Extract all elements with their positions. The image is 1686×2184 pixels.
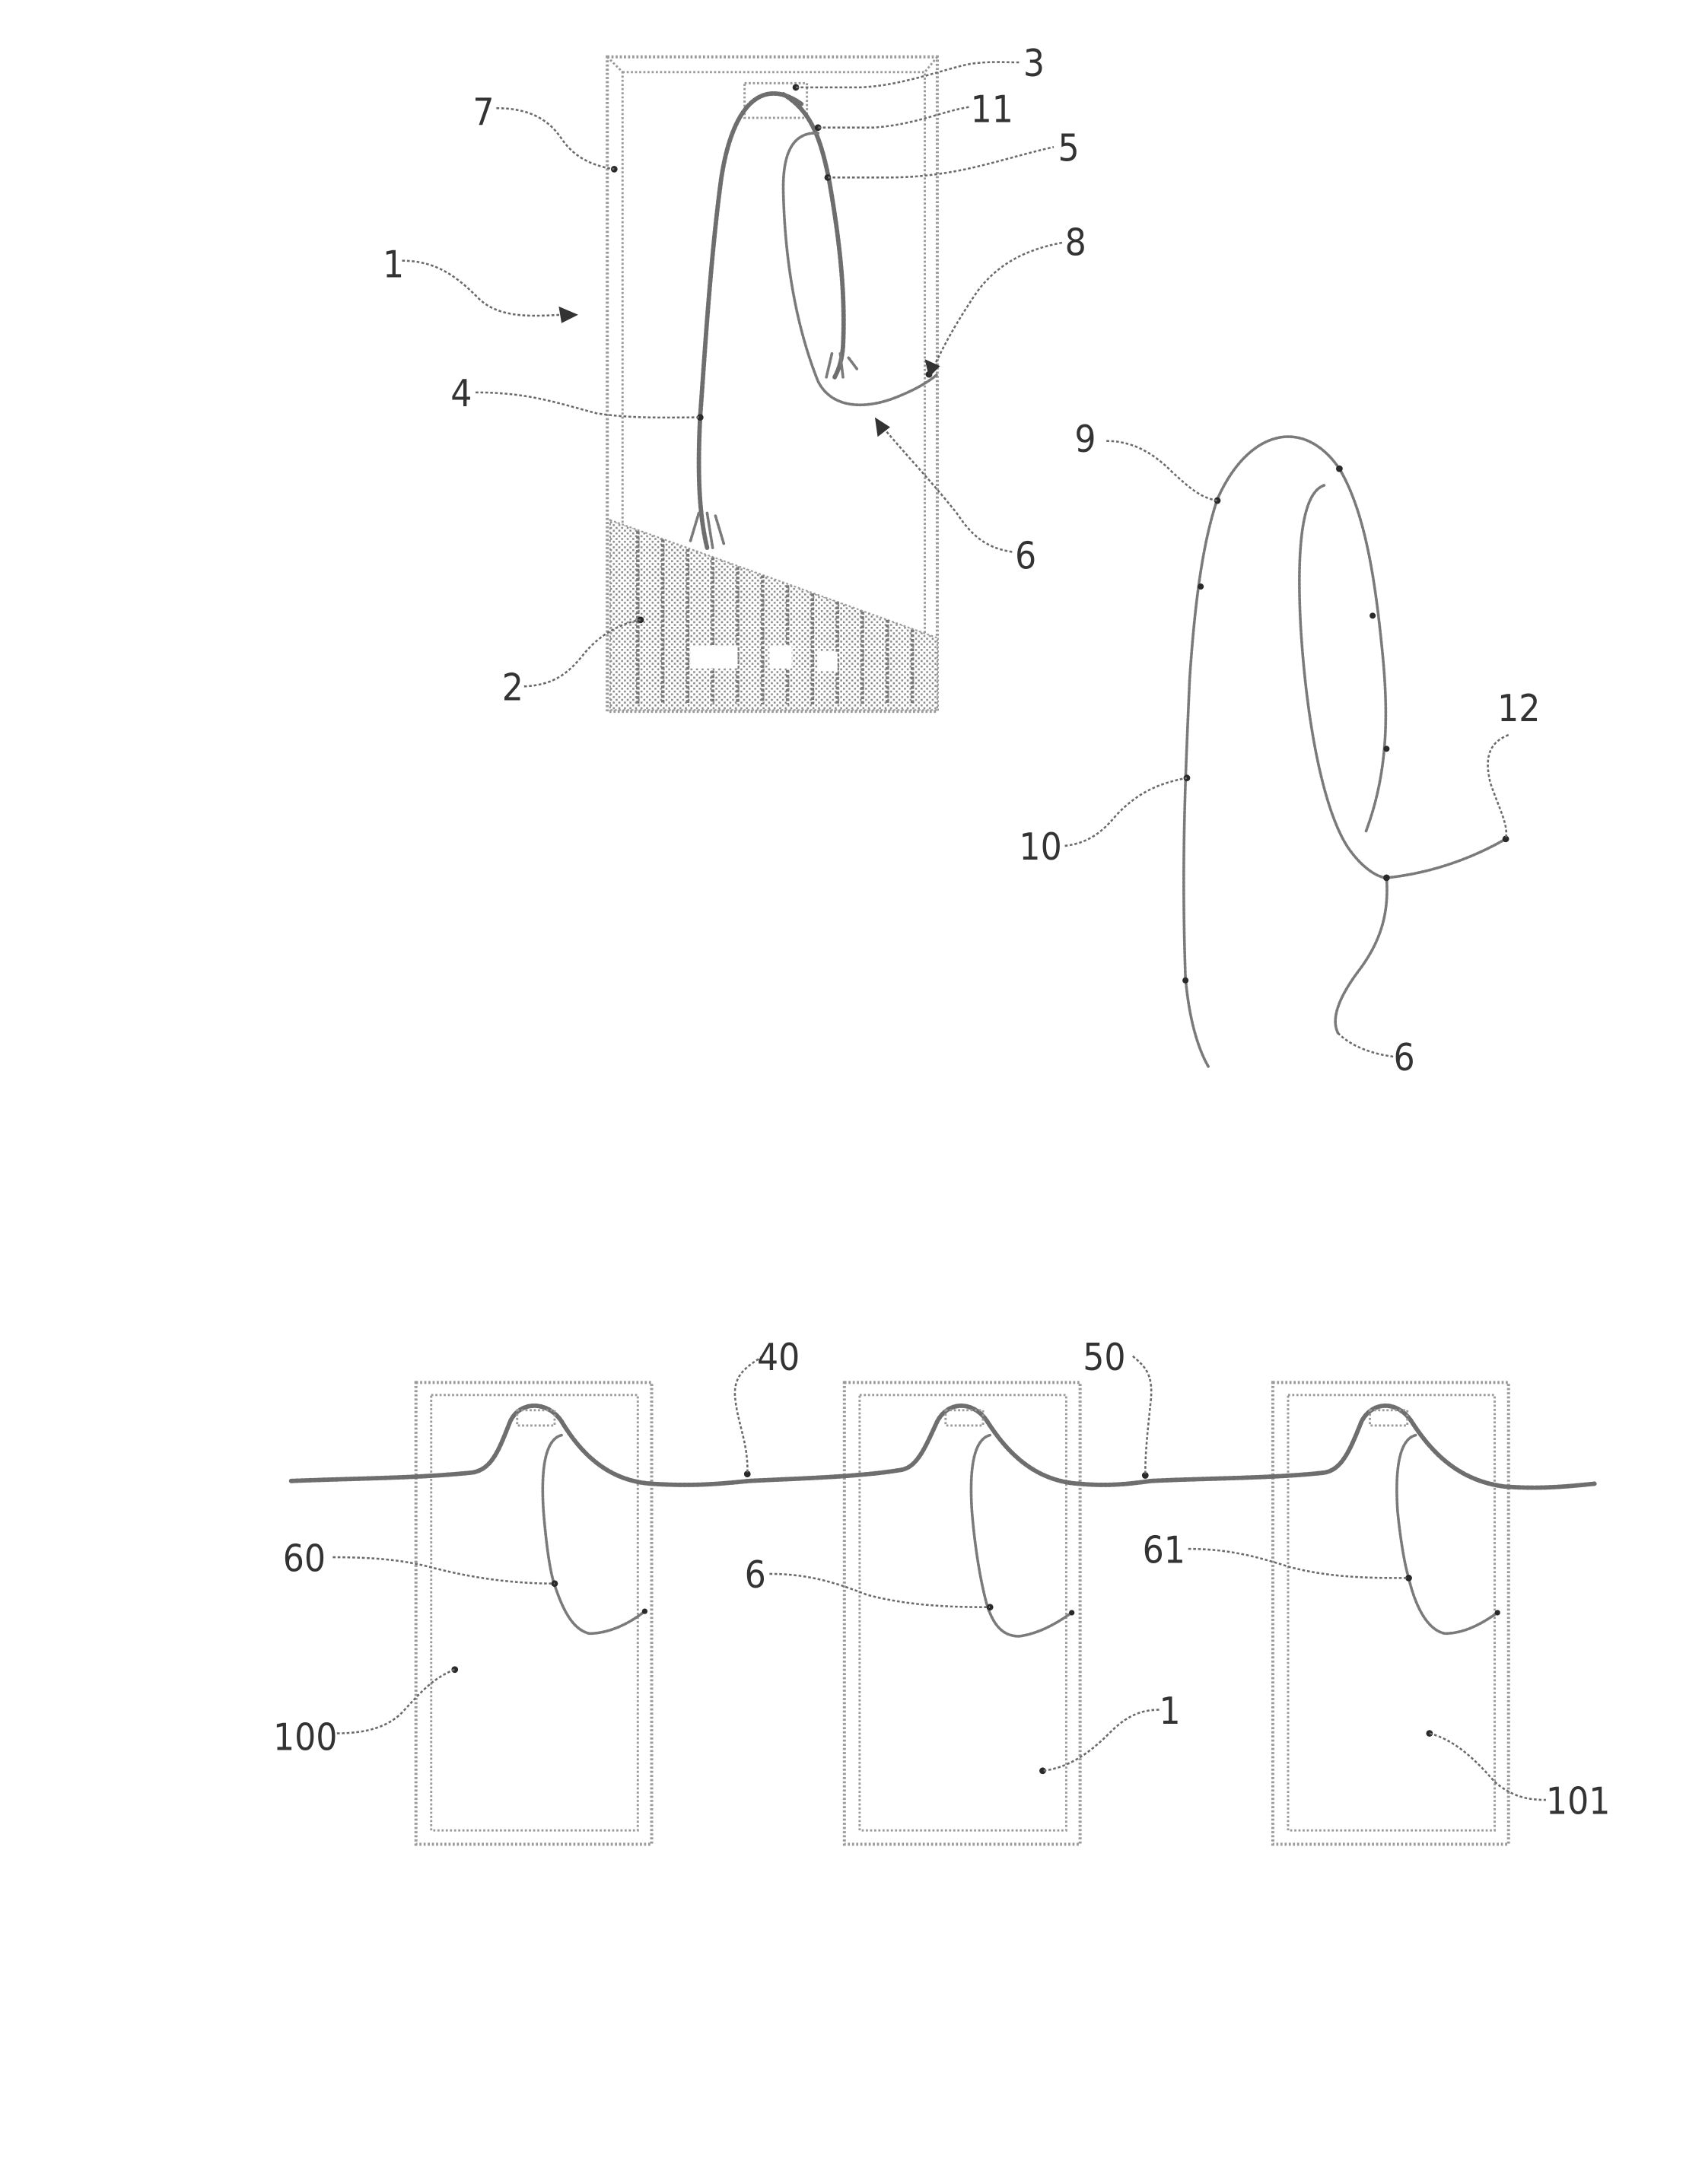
ref-point — [610, 166, 618, 173]
leader-8 — [930, 241, 1063, 373]
ref-point — [1494, 1610, 1500, 1616]
leader-2 — [523, 618, 641, 688]
ref-label-6: 6 — [1015, 533, 1036, 577]
ref-label-9: 9 — [1074, 417, 1096, 461]
ref-point — [1502, 835, 1509, 843]
cable-left-4-end — [689, 511, 726, 549]
ref-label-7: 7 — [472, 90, 494, 134]
ref-label-61: 61 — [1143, 1528, 1185, 1572]
arrow-head-1 — [558, 306, 578, 323]
ref-label-10: 10 — [1019, 825, 1061, 869]
leader-9 — [1106, 440, 1218, 502]
ref-point — [1383, 745, 1390, 752]
hatch-window — [818, 651, 838, 672]
leader-100 — [336, 1668, 456, 1734]
hatch-window — [690, 646, 738, 669]
ref-label-60: 60 — [283, 1536, 326, 1580]
cable-loop-6-detail — [1298, 484, 1507, 879]
ref-label-1c: 1 — [1160, 1689, 1181, 1733]
ref-point — [1039, 1767, 1046, 1775]
ref-point — [1336, 465, 1343, 472]
ref-label-6c: 6 — [745, 1553, 766, 1597]
ref-point — [1198, 583, 1204, 590]
hatch-vertical-lines — [636, 531, 915, 705]
cable-loop-6 — [781, 132, 939, 407]
leader-3 — [796, 61, 1020, 89]
ref-label-100: 100 — [273, 1715, 337, 1759]
frame-corner — [606, 56, 624, 73]
leader-50 — [1132, 1355, 1153, 1476]
leader-10 — [1064, 777, 1188, 847]
cable-right-5-end — [825, 352, 859, 379]
module-1 — [842, 1381, 1082, 1846]
leader-12 — [1487, 733, 1509, 840]
leader-4 — [476, 391, 701, 419]
leader-61 — [1188, 1547, 1409, 1579]
cable-tail-6 — [1334, 876, 1389, 1035]
ref-label-50: 50 — [1083, 1335, 1125, 1379]
module-101 — [1271, 1381, 1510, 1846]
ref-point — [696, 414, 704, 421]
leader-6-detail — [1337, 1032, 1394, 1058]
cable-loop-60 — [541, 1433, 647, 1636]
leader-40 — [733, 1355, 764, 1474]
leader-1c — [1042, 1709, 1160, 1772]
ref-point — [743, 1470, 751, 1478]
ref-label-3: 3 — [1023, 41, 1045, 85]
cable-loop-6-bottom — [969, 1433, 1074, 1638]
module-100 — [414, 1381, 654, 1846]
ref-label-40: 40 — [757, 1335, 800, 1379]
ref-point — [1182, 977, 1189, 984]
ref-point — [641, 1608, 648, 1614]
ref-label-6b: 6 — [1393, 1035, 1414, 1079]
leader-6c — [769, 1572, 991, 1608]
ref-point — [1069, 1610, 1075, 1616]
ref-label-5: 5 — [1058, 126, 1079, 170]
leader-1 — [402, 259, 562, 317]
ref-label-2: 2 — [502, 666, 523, 710]
leader-60 — [332, 1556, 555, 1585]
cable-strand-inner — [1338, 467, 1388, 834]
ref-label-8: 8 — [1065, 220, 1086, 264]
leader-101 — [1429, 1732, 1546, 1801]
ref-point — [1382, 874, 1390, 882]
ref-label-1: 1 — [383, 243, 404, 287]
frame-corner — [924, 56, 939, 73]
cable-strand-10 — [1182, 435, 1341, 1070]
leader-7 — [496, 106, 615, 170]
hatch-window — [769, 646, 792, 669]
ref-label-12: 12 — [1497, 686, 1540, 730]
series-cable — [288, 1404, 1597, 1490]
cable-right-5 — [781, 92, 846, 380]
leader-11 — [818, 106, 971, 129]
arrow-head-8 — [924, 359, 940, 377]
ref-point — [814, 124, 822, 132]
ref-label-101: 101 — [1546, 1779, 1610, 1823]
figure-cable-loop-detail: 9 10 12 6 — [1019, 417, 1540, 1079]
ref-point — [1214, 497, 1221, 504]
figure-module-with-junction-box: 7 3 11 5 1 8 4 6 2 — [383, 41, 1086, 714]
junction-box-100 — [516, 1409, 556, 1427]
module-frame-outer — [606, 55, 939, 714]
ref-point — [824, 173, 832, 181]
ref-label-4: 4 — [450, 371, 472, 415]
junction-box-101 — [1369, 1409, 1409, 1427]
ref-point — [1141, 1472, 1149, 1479]
ref-label-11: 11 — [971, 87, 1013, 131]
leader-5 — [827, 145, 1055, 179]
cable-left-4 — [696, 91, 804, 550]
leader-6 — [880, 423, 1013, 553]
ref-point — [1369, 612, 1376, 619]
arrow-head-6 — [874, 417, 890, 437]
figure-modules-in-series: 40 50 60 6 61 100 1 101 — [273, 1335, 1610, 1846]
ref-point — [1426, 1730, 1433, 1737]
